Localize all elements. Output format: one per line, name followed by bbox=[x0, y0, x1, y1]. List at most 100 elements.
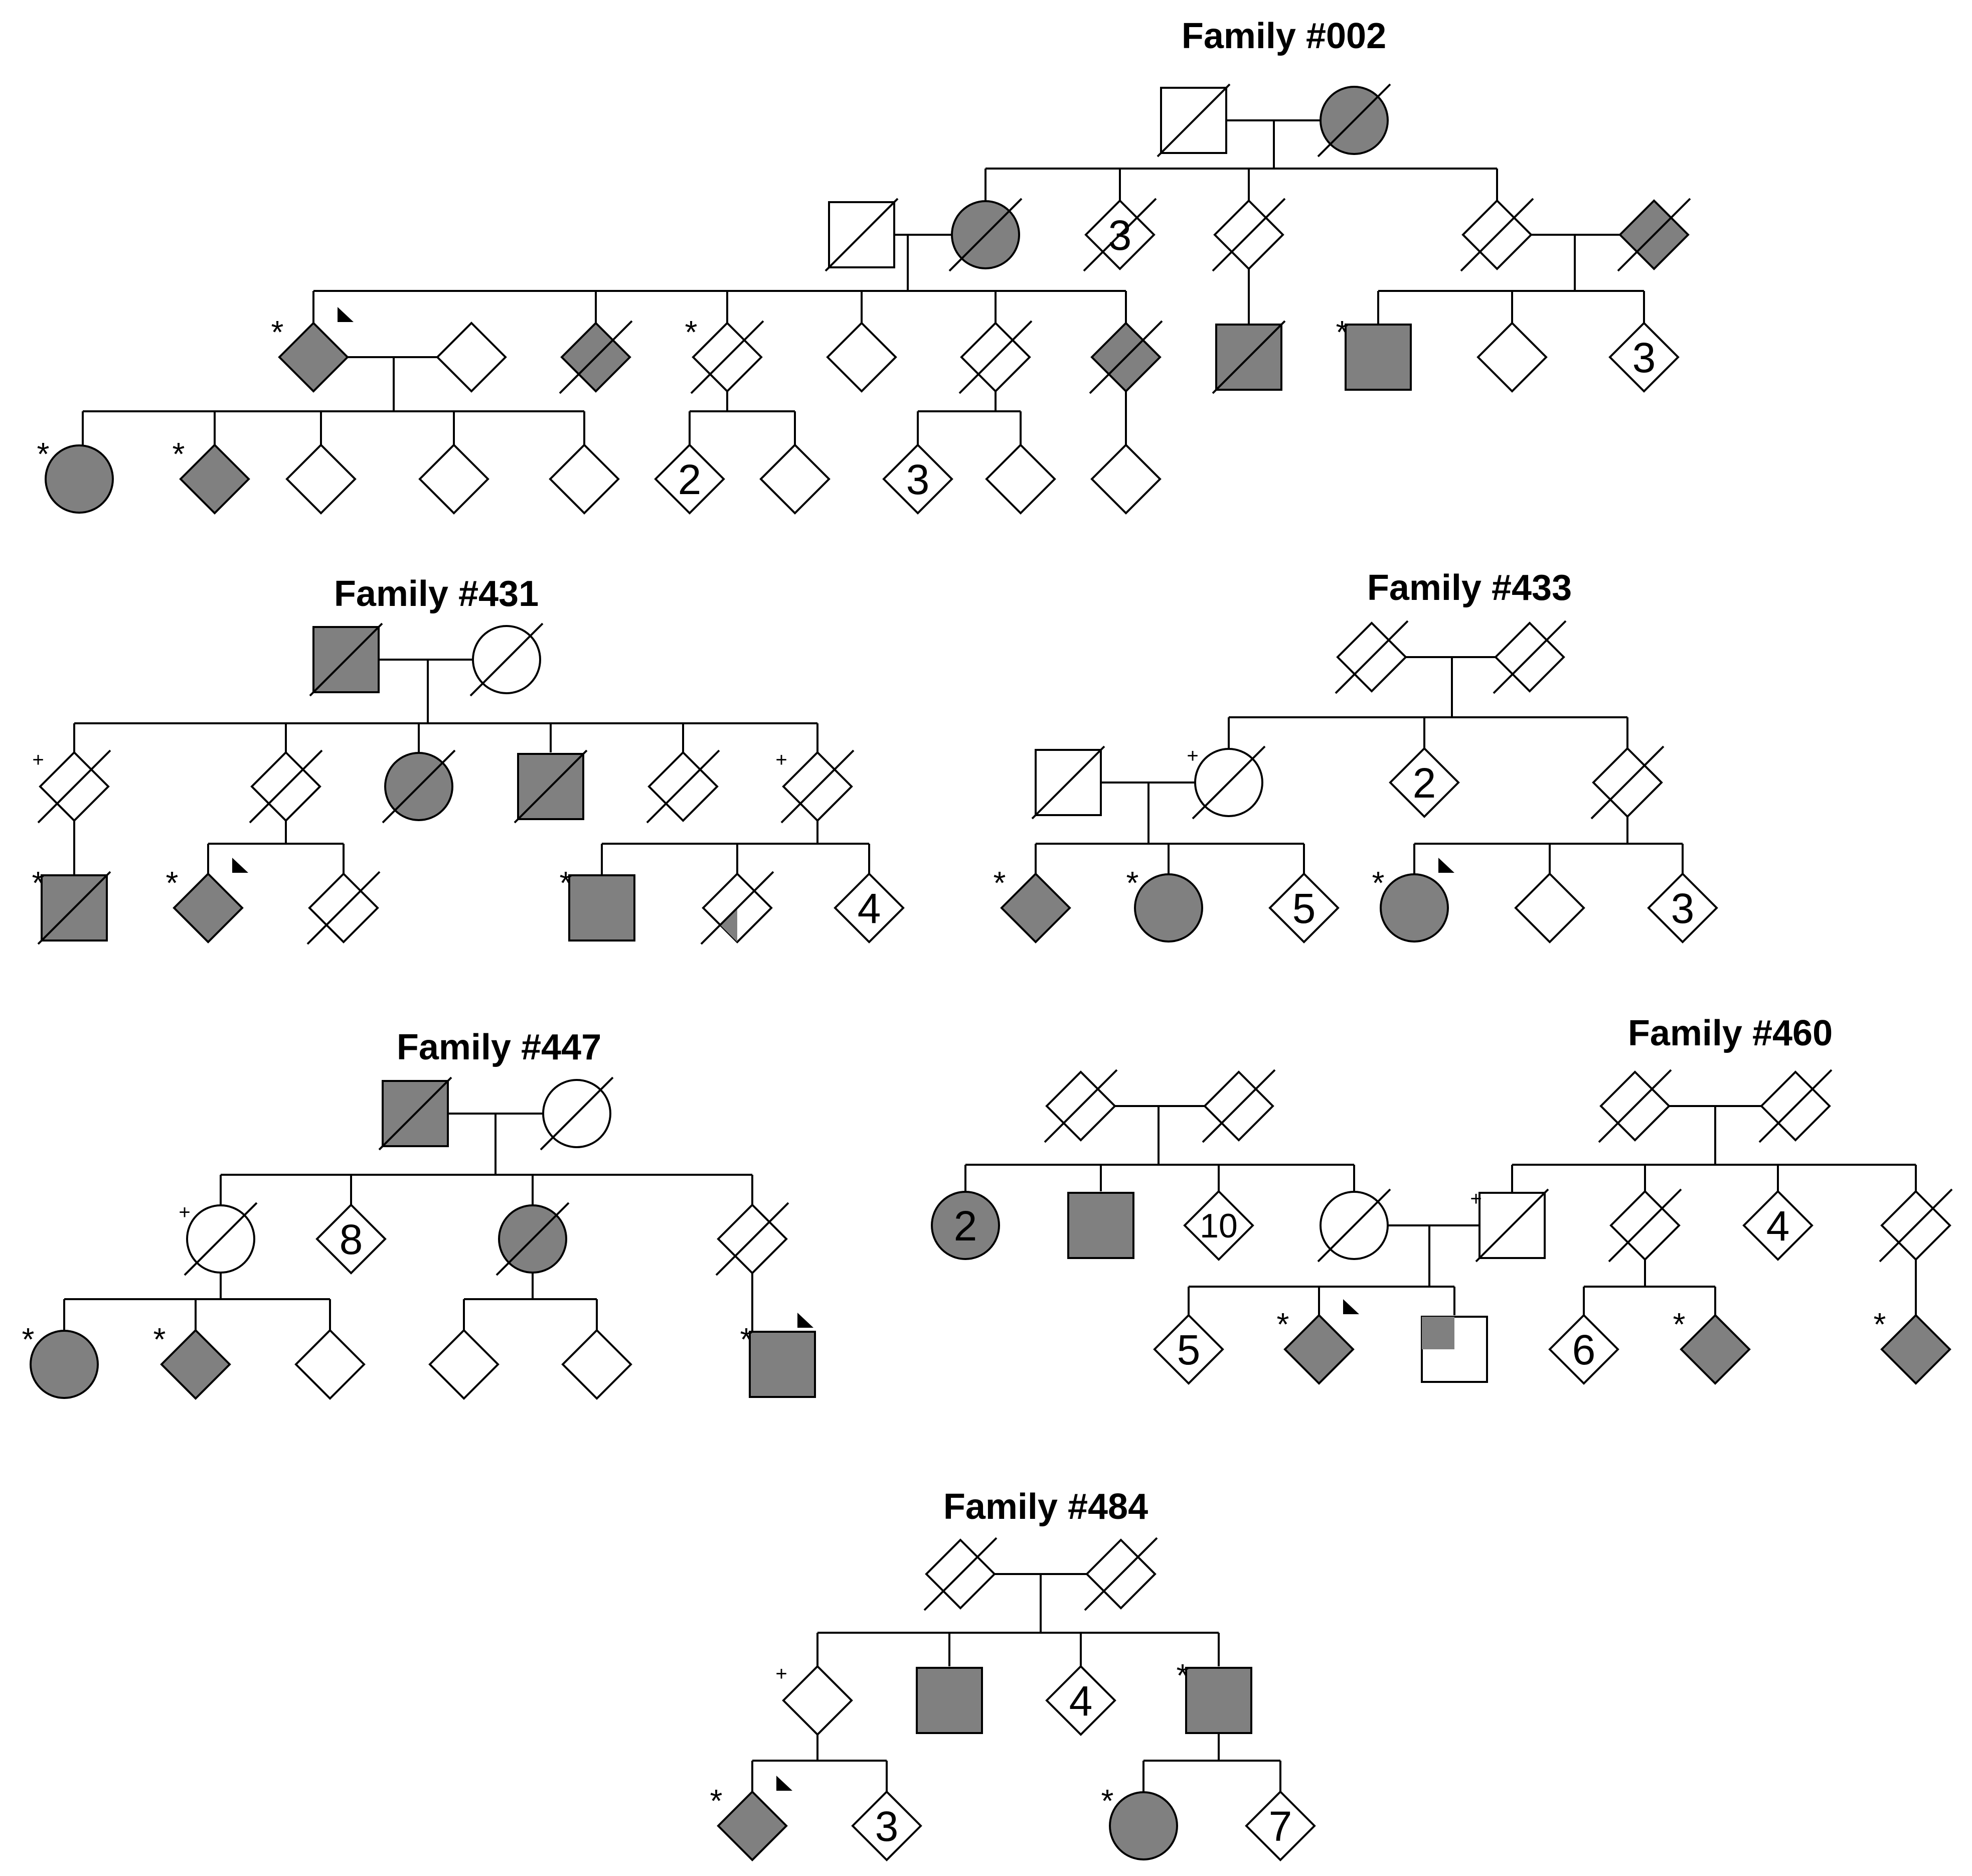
affected-circle-symbol bbox=[931, 1191, 1000, 1260]
sibling-count-label: 3 bbox=[1671, 885, 1695, 932]
symbols-layer bbox=[30, 83, 1953, 1861]
unaffected-diamond-symbol bbox=[418, 443, 489, 515]
deceased-slash bbox=[825, 198, 899, 272]
asterisk-mark: * bbox=[1101, 1783, 1114, 1819]
asterisk-mark: * bbox=[1673, 1306, 1686, 1342]
asterisk-mark: * bbox=[1277, 1306, 1289, 1342]
unaffected-diamond-symbol bbox=[826, 322, 897, 393]
plus-mark: + bbox=[32, 749, 44, 771]
unaffected-diamond-symbol bbox=[882, 443, 953, 515]
affected-square-symbol bbox=[1185, 1667, 1252, 1734]
sibling-count-label: 4 bbox=[1069, 1677, 1093, 1725]
unaffected-diamond-symbol bbox=[1245, 1790, 1316, 1861]
deceased-slash bbox=[1192, 745, 1266, 820]
unaffected-diamond-symbol bbox=[1090, 443, 1162, 515]
unaffected-diamond-symbol bbox=[1476, 322, 1548, 393]
asterisk-mark: * bbox=[1336, 314, 1349, 350]
unaffected-diamond-symbol bbox=[759, 443, 831, 515]
sibling-count-label: 3 bbox=[1632, 334, 1656, 381]
deceased-slash bbox=[1212, 198, 1286, 272]
affected-diamond-symbol bbox=[278, 322, 349, 393]
affected-square-symbol bbox=[1345, 324, 1412, 391]
family-433-title: Family #433 bbox=[1367, 568, 1572, 608]
deceased-slash bbox=[1157, 83, 1231, 158]
sibling-count-label: 4 bbox=[1766, 1202, 1790, 1249]
deceased-slash bbox=[1493, 620, 1567, 694]
family-431-title: Family #431 bbox=[334, 574, 539, 614]
unaffected-diamond-symbol bbox=[1608, 322, 1680, 393]
affected-diamond-symbol bbox=[1000, 872, 1071, 944]
deceased-slash bbox=[496, 1202, 570, 1276]
deceased-slash bbox=[1758, 1069, 1833, 1143]
affected-circle-symbol bbox=[1109, 1791, 1178, 1860]
proband-arrow-icon bbox=[1438, 858, 1454, 873]
deceased-slash bbox=[923, 1537, 998, 1611]
unaffected-diamond-symbol bbox=[1389, 747, 1460, 818]
asterisk-mark: * bbox=[994, 865, 1006, 901]
unaffected-diamond-symbol bbox=[654, 443, 725, 515]
unaffected-diamond-symbol bbox=[315, 1203, 387, 1275]
family-447-title: Family #447 bbox=[397, 1027, 601, 1067]
sibling-count-label: 5 bbox=[1292, 885, 1316, 932]
sibling-count-label: 6 bbox=[1572, 1326, 1596, 1373]
affected-circle-symbol bbox=[30, 1330, 99, 1399]
family-460-title: Family #460 bbox=[1628, 1013, 1833, 1053]
deceased-slash bbox=[1084, 1537, 1158, 1611]
affected-square-symbol bbox=[568, 874, 635, 942]
unaffected-diamond-symbol bbox=[1153, 1314, 1224, 1385]
sibling-count-label: 4 bbox=[858, 885, 881, 932]
affected-diamond-symbol bbox=[173, 872, 244, 944]
deceased-slash bbox=[1879, 1188, 1953, 1263]
deceased-slash bbox=[1598, 1069, 1672, 1143]
asterisk-mark: * bbox=[37, 436, 50, 472]
unaffected-diamond-symbol bbox=[561, 1329, 632, 1400]
proband-arrow-icon bbox=[338, 307, 354, 322]
plus-mark: + bbox=[775, 1663, 787, 1685]
asterisk-mark: * bbox=[1372, 865, 1385, 901]
deceased-slash bbox=[1317, 1188, 1391, 1263]
unaffected-diamond-symbol bbox=[1742, 1190, 1814, 1261]
unaffected-diamond-symbol bbox=[851, 1790, 922, 1861]
asterisk-mark: * bbox=[166, 865, 179, 901]
affected-diamond-symbol bbox=[1880, 1314, 1951, 1385]
asterisk-mark: * bbox=[173, 436, 185, 472]
proband-arrow-icon bbox=[797, 1313, 813, 1328]
sibling-count-label: 3 bbox=[875, 1803, 899, 1850]
affected-circle-symbol bbox=[1134, 873, 1203, 943]
deceased-slash bbox=[1044, 1069, 1118, 1143]
unaffected-diamond-symbol bbox=[294, 1329, 366, 1400]
deceased-slash bbox=[309, 622, 383, 697]
deceased-slash bbox=[1202, 1069, 1276, 1143]
unaffected-diamond-symbol bbox=[985, 443, 1056, 515]
lines-layer bbox=[63, 119, 1917, 1792]
deceased-slash bbox=[1335, 620, 1409, 694]
deceased-slash bbox=[1317, 83, 1391, 158]
asterisk-mark: * bbox=[1177, 1657, 1189, 1693]
unaffected-diamond-symbol bbox=[285, 443, 357, 515]
plus-mark: + bbox=[179, 1201, 190, 1223]
deceased-slash bbox=[1617, 198, 1691, 272]
deceased-slash bbox=[780, 749, 855, 824]
asterisk-mark: * bbox=[22, 1321, 35, 1357]
deceased-slash bbox=[184, 1202, 258, 1276]
sibling-count-label: 10 bbox=[1200, 1207, 1238, 1245]
affected-circle-symbol bbox=[1380, 873, 1449, 943]
unaffected-diamond-symbol bbox=[436, 322, 507, 393]
asterisk-mark: * bbox=[153, 1321, 166, 1357]
affected-square-symbol bbox=[749, 1331, 816, 1398]
plus-mark: + bbox=[1470, 1188, 1482, 1210]
deceased-slash bbox=[559, 320, 633, 394]
partial-fill-mark bbox=[1422, 1317, 1454, 1349]
proband-arrow-icon bbox=[1343, 1299, 1359, 1314]
deceased-slash bbox=[249, 749, 323, 824]
sibling-count-label: 8 bbox=[340, 1216, 363, 1263]
deceased-slash bbox=[1608, 1188, 1682, 1263]
plus-mark: + bbox=[775, 749, 787, 771]
affected-circle-symbol bbox=[45, 444, 114, 514]
unaffected-diamond-symbol bbox=[428, 1329, 500, 1400]
proband-arrow-icon bbox=[776, 1776, 792, 1791]
affected-diamond-symbol bbox=[160, 1329, 231, 1400]
unaffected-diamond-symbol bbox=[1514, 872, 1585, 944]
